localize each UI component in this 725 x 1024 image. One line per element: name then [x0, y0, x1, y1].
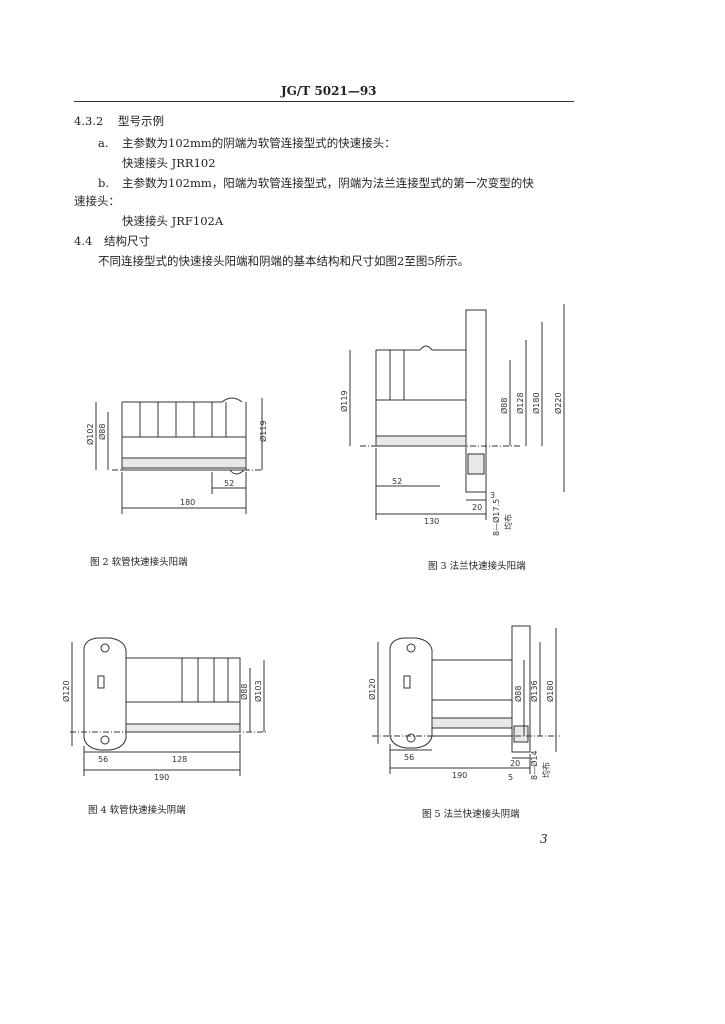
fig5-dim-20: 20: [510, 759, 520, 768]
fig3-dim-d220: Ø220: [553, 392, 563, 414]
fig3-dim-3: 3: [490, 491, 495, 500]
fig3-dim-20: 20: [472, 503, 482, 512]
item-a-text: 主参数为102mm的阴端为软管连接型式的快速接头：: [122, 136, 396, 150]
section-4-4-title: 结构尺寸: [104, 234, 150, 248]
section-4-4-number: 4.4: [74, 234, 93, 248]
fig3-dim-d180: Ø180: [531, 392, 541, 414]
header-rule: [74, 101, 574, 102]
fig2-dim-180: 180: [180, 498, 195, 507]
item-b-continuation: 速接头：: [74, 194, 120, 208]
fig4-dim-d103: Ø103: [253, 680, 263, 702]
fig2-dim-d102: Ø102: [85, 423, 95, 445]
fig2-dim-52: 52: [224, 479, 234, 488]
fig3-dim-even: 均布: [503, 514, 513, 530]
item-b-label: b.: [98, 176, 110, 190]
fig3-dim-d119: Ø119: [339, 390, 349, 412]
item-a-model: 快速接头 JRR102: [122, 156, 216, 170]
fig2-dim-d119: Ø119: [258, 420, 268, 442]
figure-2-caption: 图 2 软管快速接头阳端: [90, 557, 188, 568]
item-b-model: 快速接头 JRF102A: [122, 214, 224, 228]
fig4-dim-d88: Ø88: [239, 684, 249, 700]
section-4-4-text: 不同连接型式的快速接头阳端和阴端的基本结构和尺寸如图2至图5所示。: [98, 254, 470, 268]
fig3-dim-d128: Ø128: [515, 392, 525, 414]
fig5-dim-even: 均布: [541, 762, 551, 778]
fig4-dim-56: 56: [98, 755, 108, 764]
figure-4-caption: 图 4 软管快速接头阴端: [88, 805, 186, 816]
fig4-dim-128: 128: [172, 755, 187, 764]
fig4-dim-190: 190: [154, 773, 169, 782]
fig2-dim-d88: Ø88: [97, 424, 107, 440]
figure-5-caption: 图 5 法兰快速接头阴端: [422, 809, 520, 820]
fig5-dim-d120: Ø120: [367, 678, 377, 700]
fig3-dim-130: 130: [424, 517, 439, 526]
fig5-dim-d136: Ø136: [529, 680, 539, 702]
item-b-text: 主参数为102mm，阳端为软管连接型式，阴端为法兰连接型式的第一次变型的快: [122, 176, 534, 190]
fig5-dim-d88: Ø88: [513, 686, 523, 702]
fig5-dim-190: 190: [452, 771, 467, 780]
page-number: 3: [540, 832, 548, 846]
fig5-dim-5: 5: [508, 773, 513, 782]
fig5-dim-holes: 8—Ø14: [529, 750, 539, 780]
section-4-3-2-number: 4.3.2: [74, 114, 104, 128]
fig5-dim-d180: Ø180: [545, 680, 555, 702]
fig3-dim-d88: Ø88: [499, 398, 509, 414]
fig3-dim-holes: 8—Ø17.5: [491, 499, 501, 536]
document-code: JG/T 5021—93: [281, 84, 377, 98]
fig3-dim-52: 52: [392, 477, 402, 486]
fig5-dim-56: 56: [404, 753, 414, 762]
figure-3-caption: 图 3 法兰快速接头阳端: [428, 561, 526, 572]
section-4-3-2-title: 型号示例: [118, 114, 164, 128]
fig4-dim-d120: Ø120: [61, 680, 71, 702]
item-a-label: a.: [98, 136, 109, 150]
